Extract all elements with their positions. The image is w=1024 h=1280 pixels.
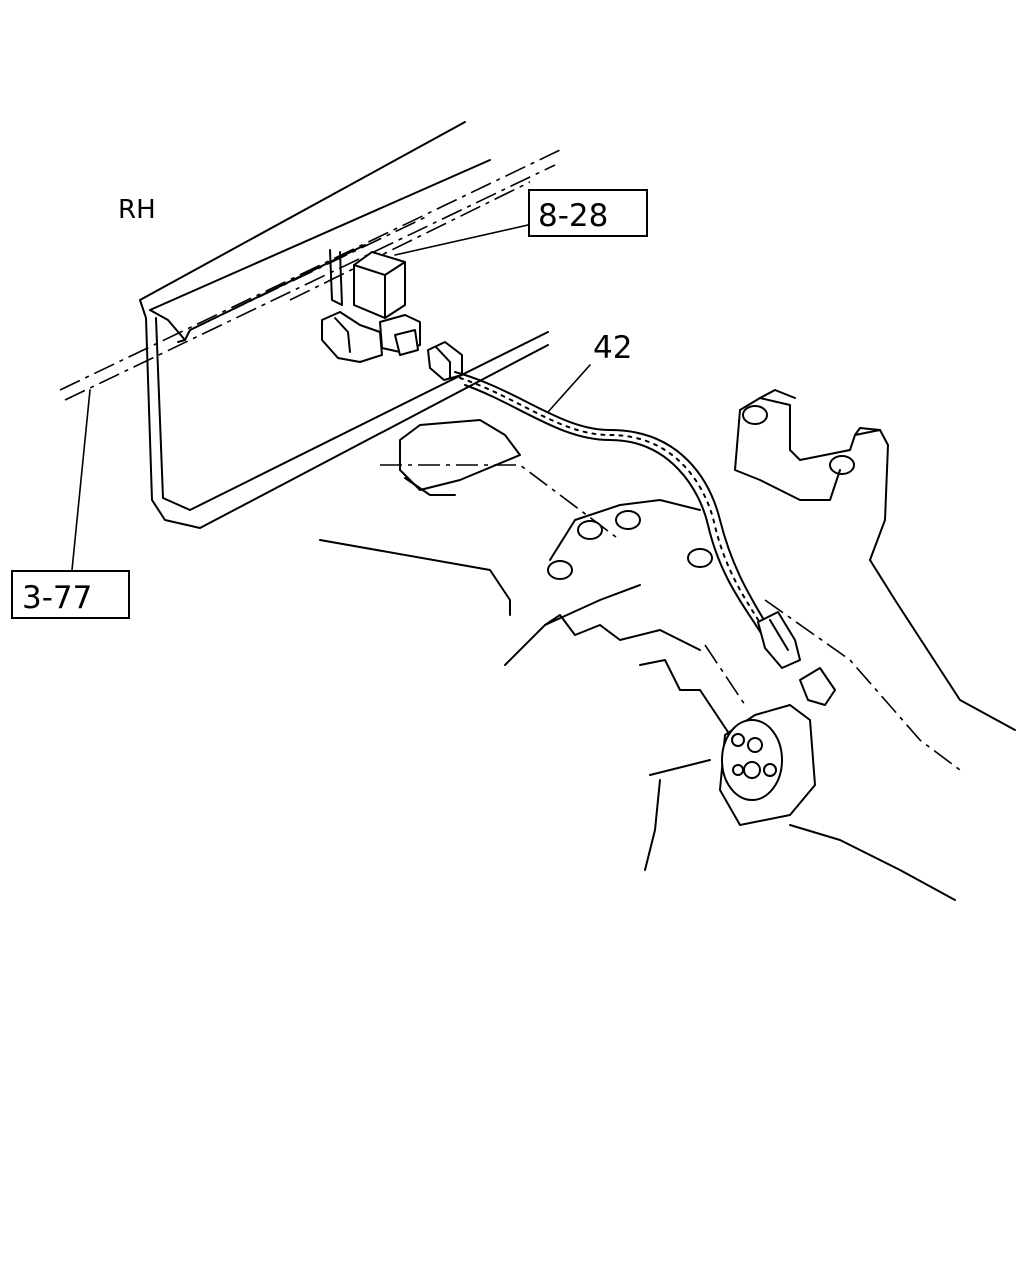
side-label: RH [118, 195, 156, 225]
ref-label-top: 8-28 [538, 198, 608, 234]
ref-box-left[interactable]: 3-77 [11, 570, 130, 619]
hose-assembly [427, 341, 801, 669]
ref-label-left: 3-77 [22, 580, 92, 616]
frame-rail [59, 121, 561, 529]
valve-assembly [321, 249, 421, 363]
leader-lines [71, 224, 591, 571]
engine-block [319, 419, 1016, 901]
part-number-hose[interactable]: 42 [593, 330, 632, 366]
bolts [547, 405, 855, 580]
mount-bracket [734, 389, 889, 561]
ref-box-top[interactable]: 8-28 [528, 189, 648, 237]
sensor-unit [719, 667, 836, 826]
